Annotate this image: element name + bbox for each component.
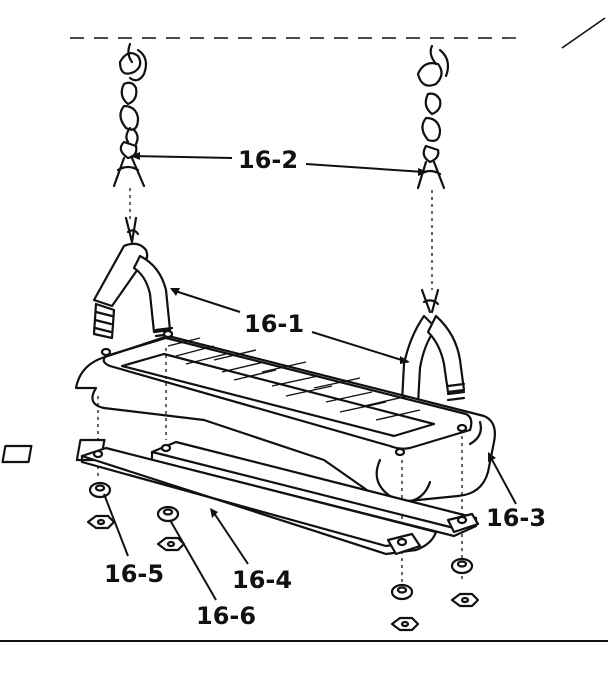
label-bolt: 16-3 — [486, 504, 546, 532]
label-washer: 16-6 — [196, 602, 256, 630]
left-hardware — [86, 481, 186, 552]
left-hanger — [92, 216, 174, 340]
corner-tick — [561, 17, 606, 49]
leader-lines — [103, 152, 517, 601]
label-hangers: 16-1 — [244, 310, 304, 338]
right-hardware — [390, 557, 480, 632]
label-lock-nut: 16-5 — [104, 560, 164, 588]
label-chain: 16-2 — [238, 146, 298, 174]
seat-slats — [167, 337, 421, 421]
right-chain — [416, 44, 450, 190]
label-strap: 16-4 — [232, 566, 292, 594]
front-strap — [1, 444, 480, 556]
left-chain — [112, 42, 148, 188]
